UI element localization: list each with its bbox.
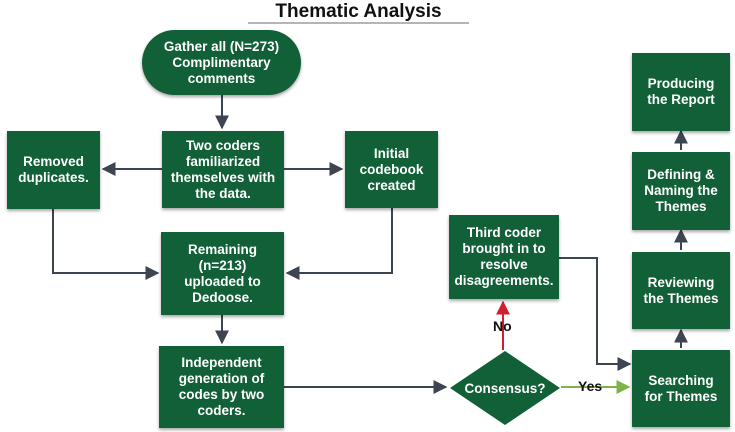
node-third-coder: Third coder brought in to resolve disagr… bbox=[449, 215, 559, 299]
decision-consensus: Consensus? bbox=[449, 350, 561, 426]
edge-removed-to-remaining bbox=[52, 209, 160, 280]
node-defining-naming-themes: Defining & Naming the Themes bbox=[632, 152, 730, 230]
edge-third-coder-to-searching bbox=[559, 257, 632, 371]
yes-label: Yes bbox=[578, 378, 603, 394]
diamond-shape bbox=[450, 351, 560, 425]
no-label: No bbox=[493, 318, 512, 334]
node-producing-report: Producing the Report bbox=[632, 53, 730, 131]
node-initial-codebook: Initial codebook created bbox=[345, 131, 438, 208]
diagram-title: Thematic Analysis bbox=[275, 1, 442, 22]
node-coders-familiarized: Two coders familiarized themselves with … bbox=[162, 131, 284, 208]
node-gather-comments: Gather all (N=273) Complimentary comment… bbox=[142, 30, 301, 95]
node-remaining-uploaded: Remaining (n=213) uploaded to Dedoose. bbox=[161, 232, 284, 315]
node-reviewing-themes: Reviewing the Themes bbox=[632, 252, 730, 329]
consensus-label: Consensus? bbox=[464, 380, 546, 396]
node-independent-codes: Independent generation of codes by two c… bbox=[159, 346, 284, 428]
title-underline bbox=[248, 22, 469, 24]
edge-codebook-to-remaining bbox=[285, 208, 393, 280]
node-removed-duplicates: Removed duplicates. bbox=[7, 131, 100, 209]
node-searching-themes: Searching for Themes bbox=[632, 350, 730, 427]
